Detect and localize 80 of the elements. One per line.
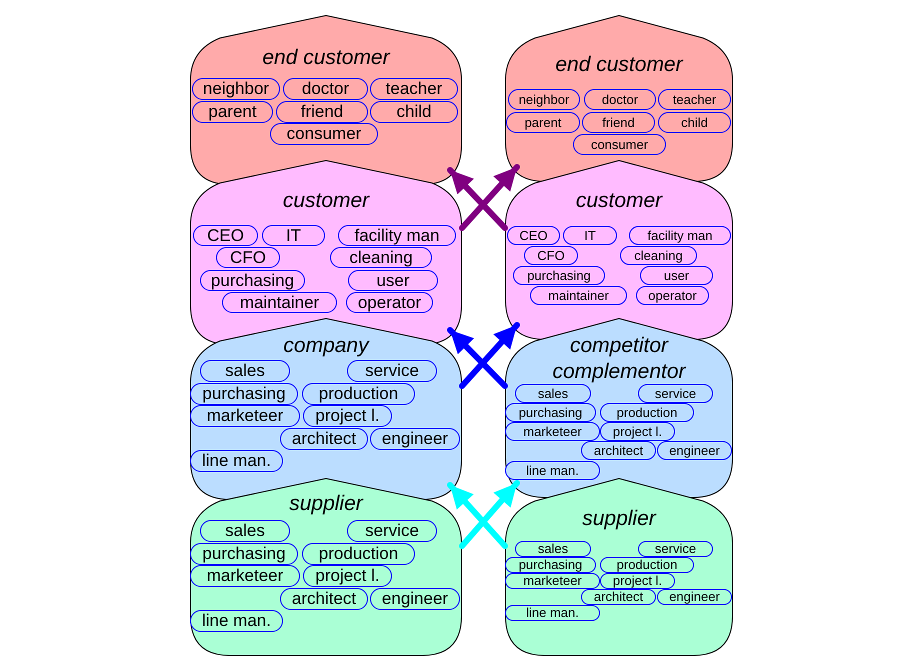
role-pill: sales [515,384,591,403]
role-pill: engineer [657,441,732,460]
role-pill: cleaning [620,246,697,265]
role-pill: cleaning [330,247,432,268]
role-pill: purchasing [200,270,305,291]
panel-title: end customer [554,52,684,78]
role-pill: purchasing [513,266,605,285]
role-pill: IT [563,226,617,245]
role-pill: doctor [283,78,368,100]
role-pill: service [638,384,713,403]
arrow [447,327,508,389]
role-pill: maintainer [530,286,627,305]
panel-title: customer [574,188,664,214]
role-pill: architect [581,589,656,605]
role-pill: friend [276,101,368,123]
role-pill: line man. [190,610,283,632]
role-pill: production [302,383,415,405]
role-pill: consumer [573,134,666,155]
arrow [447,167,508,231]
panel-title: supplier [581,506,658,532]
role-pill: teacher [370,78,458,100]
role-pill: sales [200,360,290,382]
role-pill: marketeer [505,422,600,441]
role-pill: purchasing [505,557,596,573]
panel-title: end customer [261,45,392,71]
role-pill: IT [262,225,325,246]
role-pill: project l. [600,573,675,589]
role-pill: neighbor [508,89,580,110]
role-pill: marketeer [190,405,300,427]
role-pill: operator [346,292,433,313]
role-pill: architect [280,428,368,450]
role-pill: line man. [505,461,600,480]
role-pill: purchasing [190,383,298,405]
role-pill: architect [280,588,368,610]
role-pill: purchasing [190,543,298,565]
role-pill: service [638,541,713,557]
role-pill: teacher [658,89,731,110]
role-pill: marketeer [190,565,300,587]
role-pill: service [347,520,437,542]
role-pill: doctor [584,89,656,110]
role-pill: project l. [600,422,675,441]
role-pill: neighbor [192,78,280,100]
role-pill: facility man [338,225,456,246]
role-pill: user [348,270,438,291]
role-pill: line man. [505,605,600,621]
role-pill: project l. [303,405,392,427]
role-pill: architect [581,441,656,460]
panel-title: customer [282,188,371,214]
role-pill: production [302,543,415,565]
role-pill: child [370,101,458,123]
arrow [447,482,508,549]
panel-title: company [282,333,370,359]
role-pill: CEO [507,226,560,245]
panel-title: supplier [288,491,364,517]
role-pill: production [600,557,694,573]
role-pill: CFO [216,247,280,268]
role-pill: child [658,112,731,133]
role-pill: sales [200,520,290,542]
role-pill: operator [636,286,709,305]
role-pill: marketeer [505,573,600,589]
role-pill: facility man [629,226,731,245]
role-pill: CFO [524,246,578,265]
role-pill: user [640,266,713,285]
role-pill: production [600,403,694,422]
arrow [459,322,520,389]
panel-title: competitor complementor [551,333,688,385]
role-pill: friend [582,112,655,133]
role-pill: line man. [190,450,283,472]
role-pill: sales [515,541,591,557]
role-pill: parent [506,112,580,133]
role-pill: engineer [370,588,460,610]
role-pill: engineer [657,589,732,605]
role-pill: maintainer [222,292,337,313]
role-pill: CEO [193,225,258,246]
role-pill: purchasing [505,403,596,422]
role-pill: consumer [270,123,378,145]
role-pill: engineer [370,428,460,450]
role-pill: parent [192,101,273,123]
role-pill: project l. [303,565,392,587]
role-pill: service [347,360,437,382]
